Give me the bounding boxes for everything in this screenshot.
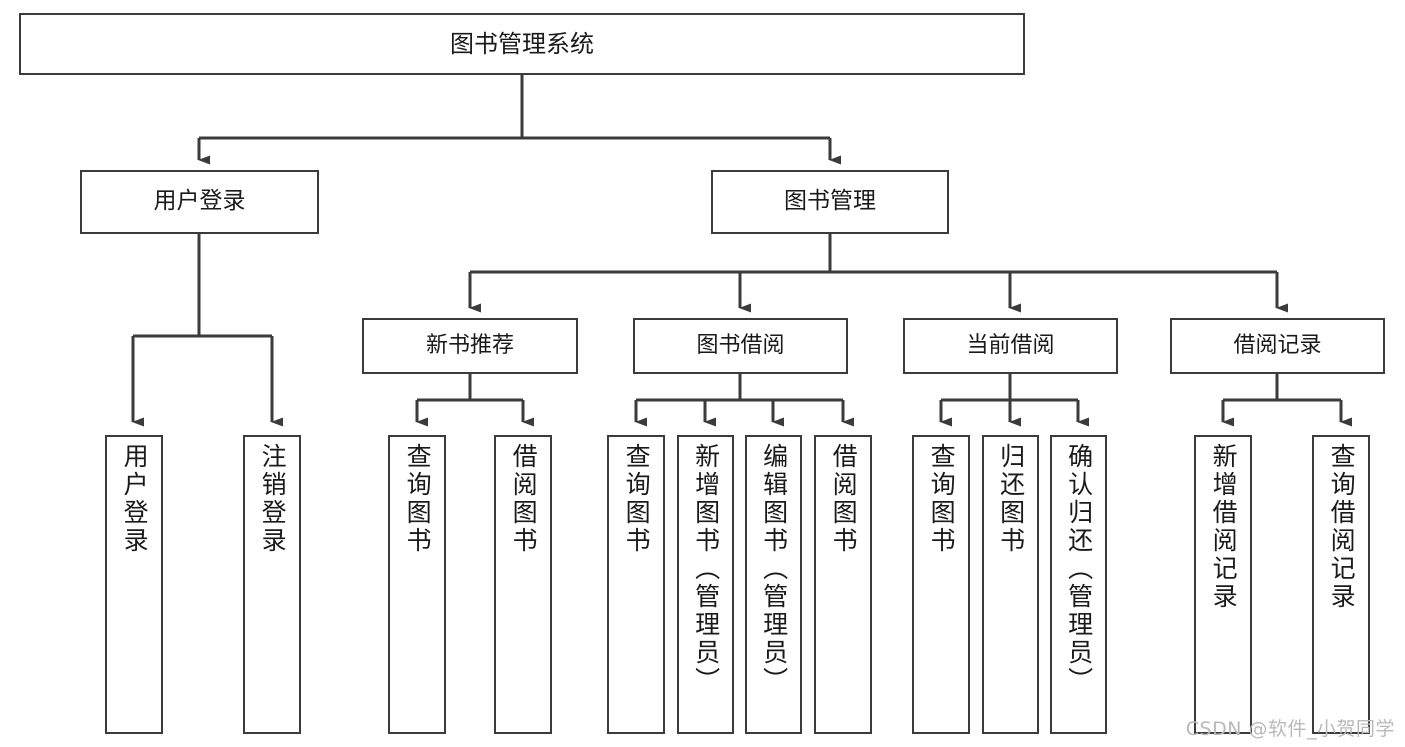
leaf-record-query[interactable]: 查询借阅记录: [1312, 435, 1370, 734]
leaf-current-confirm-return[interactable]: 确认归还（管理员）: [1050, 435, 1107, 734]
node-user-login-label: 用户登录: [153, 188, 246, 215]
node-new-book-recommend[interactable]: 新书推荐: [362, 318, 578, 374]
leaf-label: 借阅图书: [509, 443, 539, 555]
leaf-user-login-logout[interactable]: 注销登录: [243, 435, 301, 734]
leaf-record-add[interactable]: 新增借阅记录: [1194, 435, 1252, 734]
leaf-current-query-book[interactable]: 查询图书: [912, 435, 970, 734]
node-root[interactable]: 图书管理系统: [19, 13, 1025, 75]
node-new-book-recommend-label: 新书推荐: [425, 332, 514, 358]
leaf-borrow-edit-book[interactable]: 编辑图书（管理员）: [745, 435, 802, 734]
leaf-label: 新增图书（管理员）: [691, 443, 721, 695]
leaf-label: 用户登录: [120, 443, 150, 555]
leaf-new-book-borrow[interactable]: 借阅图书: [494, 435, 552, 734]
node-current-borrow-label: 当前借阅: [966, 332, 1055, 358]
leaf-new-book-query[interactable]: 查询图书: [388, 435, 446, 734]
leaf-label: 借阅图书: [829, 443, 859, 555]
leaf-label: 注销登录: [258, 443, 288, 555]
leaf-label: 查询借阅记录: [1327, 443, 1357, 611]
node-book-borrow[interactable]: 图书借阅: [633, 318, 848, 374]
node-borrow-record-label: 借阅记录: [1233, 332, 1322, 358]
watermark: CSDN @软件_小贺同学: [1185, 718, 1395, 740]
node-current-borrow[interactable]: 当前借阅: [903, 318, 1118, 374]
leaf-label: 查询图书: [622, 443, 652, 555]
node-book-management-label: 图书管理: [784, 188, 876, 215]
leaf-borrow-query-book[interactable]: 查询图书: [607, 435, 665, 734]
leaf-borrow-borrow-book[interactable]: 借阅图书: [814, 435, 872, 734]
leaf-label: 确认归还（管理员）: [1064, 443, 1094, 695]
node-root-label: 图书管理系统: [450, 29, 594, 58]
leaf-label: 查询图书: [403, 443, 433, 555]
node-book-borrow-label: 图书借阅: [696, 332, 785, 358]
node-borrow-record[interactable]: 借阅记录: [1170, 318, 1385, 374]
leaf-label: 归还图书: [996, 443, 1026, 555]
leaf-label: 编辑图书（管理员）: [759, 443, 789, 695]
leaf-current-return-book[interactable]: 归还图书: [982, 435, 1039, 734]
leaf-user-login-login[interactable]: 用户登录: [105, 435, 163, 734]
leaf-label: 查询图书: [927, 443, 957, 555]
node-book-management[interactable]: 图书管理: [711, 170, 949, 234]
leaf-label: 新增借阅记录: [1209, 443, 1239, 611]
leaf-borrow-add-book[interactable]: 新增图书（管理员）: [677, 435, 734, 734]
node-user-login[interactable]: 用户登录: [80, 170, 319, 234]
